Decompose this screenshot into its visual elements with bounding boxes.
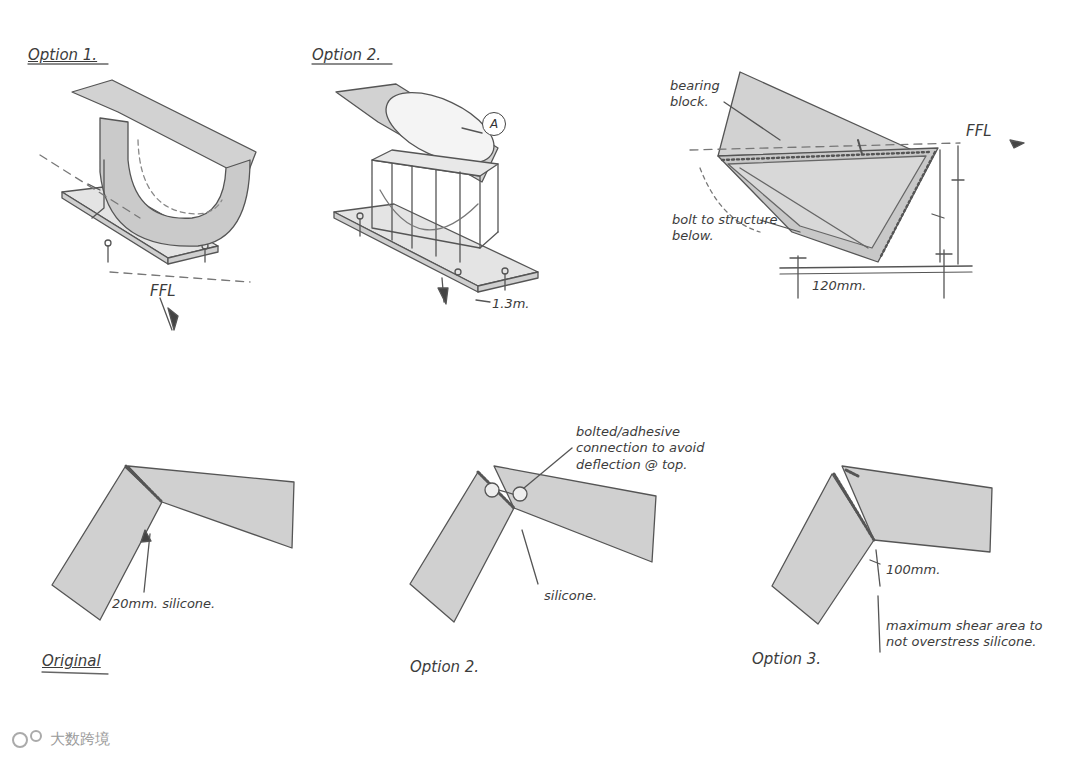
note-label: 20mm. silicone. bbox=[112, 596, 242, 612]
note-label: silicone. bbox=[544, 588, 624, 604]
callout-letter: A bbox=[490, 117, 498, 131]
dimension-label: 1.3m. bbox=[492, 296, 552, 312]
note-label: bolt to structure below. bbox=[672, 212, 782, 245]
dimension-label: 100mm. bbox=[886, 562, 956, 578]
dimension-label: 120mm. bbox=[812, 278, 882, 294]
part-label: bearing block. bbox=[670, 78, 732, 111]
watermark: 大数跨境 bbox=[50, 730, 140, 749]
option2-joint bbox=[410, 448, 656, 622]
option-title: Option 2. bbox=[410, 658, 500, 677]
watermark-icon bbox=[13, 731, 41, 747]
ffl-label: FFL bbox=[966, 122, 1010, 141]
option2-sketch bbox=[312, 64, 538, 304]
option-title: Original bbox=[42, 652, 132, 671]
option1-sketch bbox=[28, 64, 256, 330]
original-joint bbox=[42, 466, 294, 674]
ffl-label: FFL bbox=[150, 282, 200, 301]
section-sketch bbox=[690, 72, 1024, 298]
option-title: Option 3. bbox=[752, 650, 842, 669]
note-label: maximum shear area to not overstress sil… bbox=[886, 618, 1064, 651]
callout-circle: A bbox=[482, 112, 506, 136]
option-title: Option 1. bbox=[28, 46, 118, 65]
option-title: Option 2. bbox=[312, 46, 402, 65]
note-label: bolted/adhesive connection to avoid defl… bbox=[576, 424, 726, 473]
